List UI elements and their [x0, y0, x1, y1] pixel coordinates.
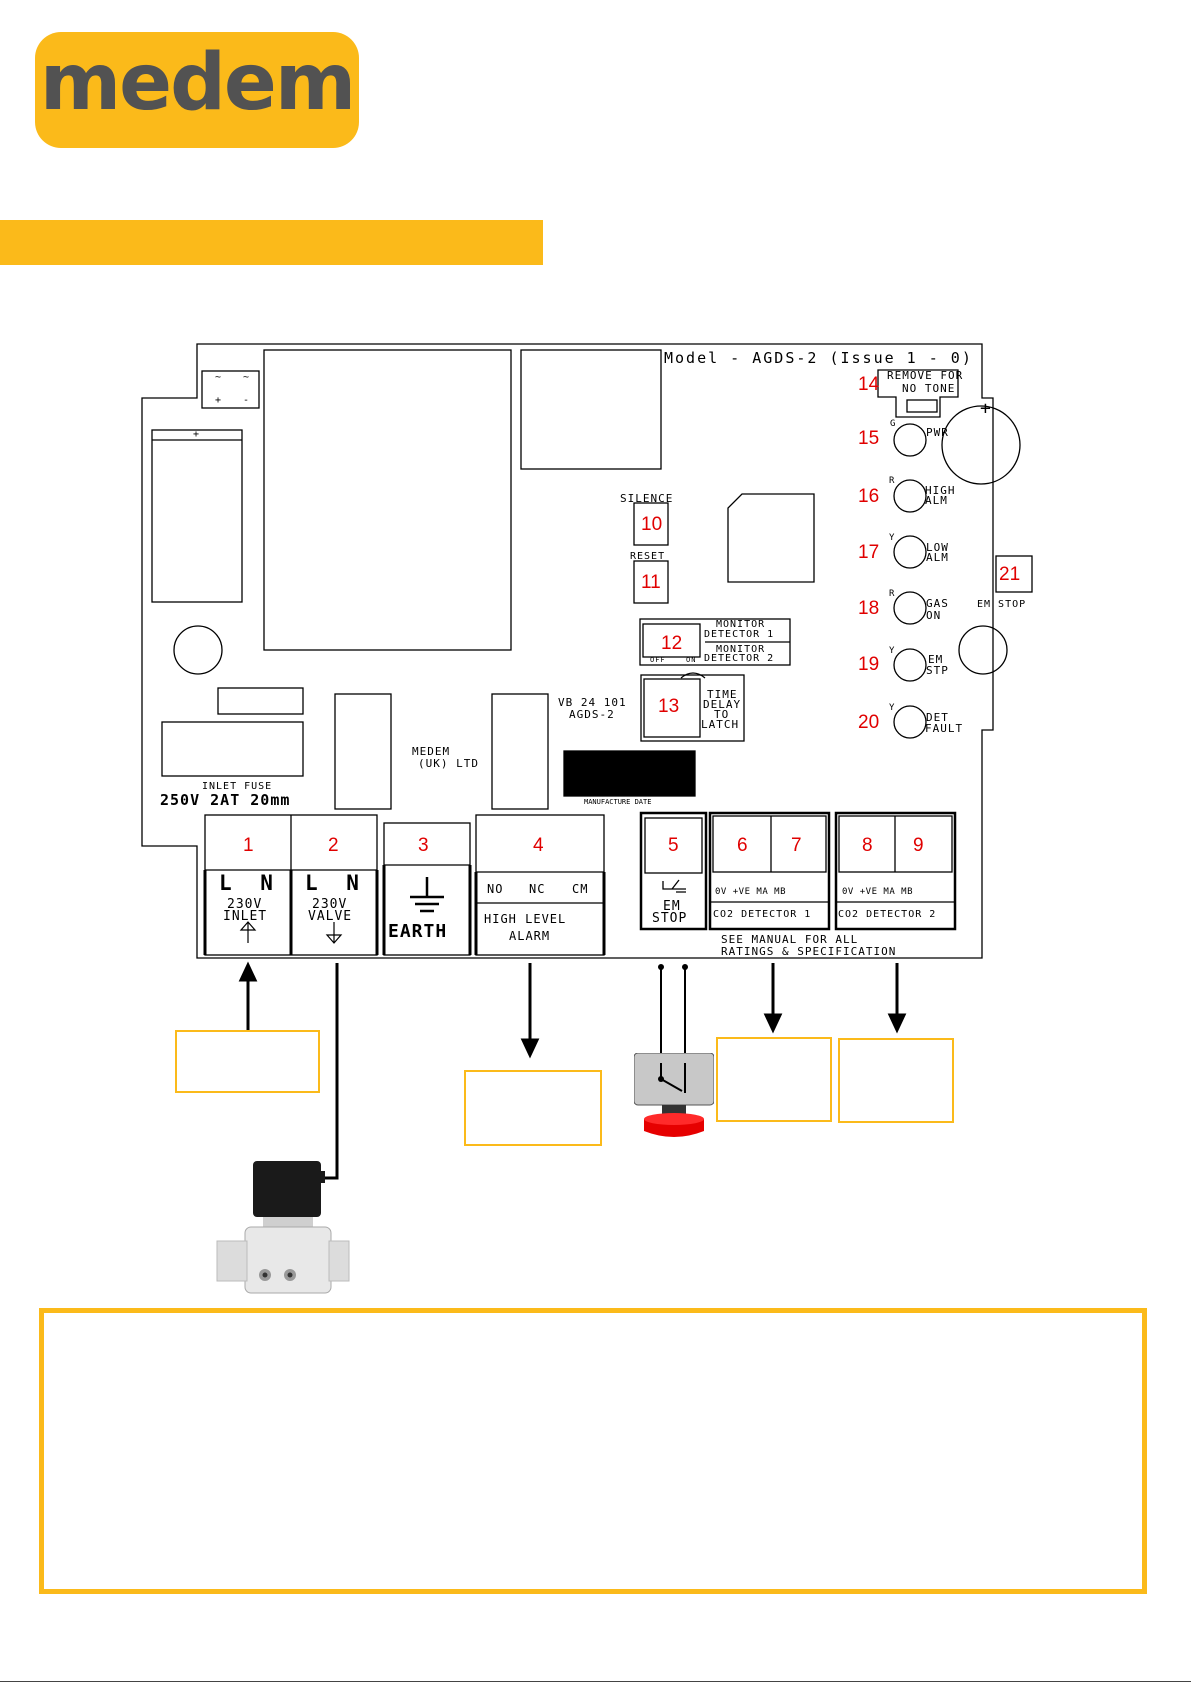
callout-21: 21 [999, 564, 1021, 585]
medem-board-1: MEDEM [412, 745, 451, 758]
capacitor-plus: + [193, 429, 201, 440]
em-stp-2: STP [926, 664, 949, 677]
led-colour-r1: R [889, 476, 896, 486]
no-tone-label: NO TONE [902, 382, 956, 395]
monitor-d1-b: DETECTOR 1 [704, 629, 775, 640]
on-label: ON [686, 656, 697, 664]
gas-on-2: ON [926, 609, 942, 622]
em-stop-side-label: EM STOP [977, 599, 1027, 610]
t5-label-1: EM [663, 899, 681, 914]
t4-cm: CM [572, 882, 589, 896]
remove-for-label: REMOVE FOR [887, 369, 964, 382]
callout-7: 7 [791, 835, 802, 856]
t4-nc: NC [529, 882, 546, 896]
medem-board-2: (UK) LTD [418, 757, 479, 770]
bridge-minus: - [243, 395, 251, 406]
callout-10: 10 [641, 514, 663, 535]
det-fault-2: FAULT [925, 722, 964, 735]
agds-label: AGDS-2 [569, 708, 615, 721]
time-delay-4: LATCH [701, 718, 740, 731]
model-label: Model - AGDS-2 (Issue 1 - 0) [664, 349, 973, 367]
det-fault-1: DET [926, 711, 949, 724]
gas-on-1: GAS [926, 597, 949, 610]
d1-label: CO2 DETECTOR 1 [713, 909, 812, 920]
callout-9: 9 [913, 835, 924, 856]
callout-4: 4 [533, 835, 544, 856]
high-alm-2: ALM [925, 494, 948, 507]
led-colour-r2: R [889, 589, 896, 599]
see-manual-2: RATINGS & SPECIFICATION [721, 945, 897, 958]
battery-plus: + [980, 398, 992, 419]
manufacture-date: MANUFACTURE DATE [584, 798, 652, 806]
monitor-d2-b: DETECTOR 2 [704, 653, 775, 664]
pcb-diagram [141, 343, 1033, 1180]
monitor-d2-a: MONITOR [716, 644, 766, 655]
time-delay-2: DELAY [703, 698, 742, 711]
reset-label: RESET [630, 551, 666, 562]
callout-14: 14 [858, 374, 880, 395]
medem-logo: medem [35, 32, 359, 148]
off-label: OFF [650, 656, 666, 664]
callout-18: 18 [858, 598, 880, 619]
d2-pins: 0V +VE MA MB [842, 887, 914, 897]
t2-ln: L N [305, 871, 367, 895]
low-alm-2: ALM [926, 551, 949, 564]
bridge-ac-right: ~ [243, 372, 251, 383]
t1-ln: L N [219, 871, 281, 895]
t1-label: INLET [223, 909, 268, 924]
low-alm-1: LOW [926, 541, 949, 554]
inlet-fuse-label: INLET FUSE [202, 781, 273, 792]
callout-16: 16 [858, 486, 880, 507]
vb-code: VB 24 101 [558, 696, 627, 709]
callout-15: 15 [858, 428, 880, 449]
callout-17: 17 [858, 542, 880, 563]
callout-box-detector-1 [716, 1037, 832, 1122]
callout-box-high-level-alarm [464, 1070, 602, 1146]
page-footer-rule [0, 1681, 1191, 1682]
t4-label-1: HIGH LEVEL [484, 912, 567, 926]
time-delay-3: TO [714, 708, 730, 721]
solenoid-valve-image [215, 1157, 350, 1303]
bridge-ac-left: ~ [215, 372, 223, 383]
t2-label: VALVE [308, 909, 353, 924]
see-manual-1: SEE MANUAL FOR ALL [721, 933, 859, 946]
callout-2: 2 [328, 835, 339, 856]
monitor-d1-a: MONITOR [716, 619, 766, 630]
em-stp-1: EM [928, 653, 944, 666]
t2-voltage: 230V [312, 897, 348, 912]
callout-8: 8 [862, 835, 873, 856]
silence-label: SILENCE [620, 492, 674, 505]
callout-3: 3 [418, 835, 429, 856]
led-colour-y1: Y [889, 533, 896, 543]
bridge-plus: + [215, 395, 223, 406]
callout-11: 11 [641, 572, 661, 593]
callout-box-detector-2 [838, 1038, 954, 1123]
t1-voltage: 230V [227, 897, 263, 912]
d2-label: CO2 DETECTOR 2 [838, 909, 937, 920]
time-delay-1: TIME [707, 688, 738, 701]
t5-label-2: STOP [652, 911, 688, 926]
fuse-rating: 250V 2AT 20mm [160, 791, 291, 809]
led-colour-y3: Y [889, 703, 896, 713]
title-banner [0, 220, 543, 265]
callout-12: 12 [661, 633, 683, 654]
callout-1: 1 [243, 835, 254, 856]
led-colour-g: G [890, 419, 897, 429]
notes-box [39, 1308, 1147, 1594]
t4-no: NO [487, 882, 504, 896]
t3-label: EARTH [388, 921, 448, 942]
callout-5: 5 [668, 835, 679, 856]
em-stop-button-image [633, 1052, 715, 1153]
d1-pins: 0V +VE MA MB [715, 887, 787, 897]
t4-label-2: ALARM [509, 929, 551, 943]
high-alm-1: HIGH [925, 484, 956, 497]
callout-19: 19 [858, 654, 880, 675]
callout-box-inlet [175, 1030, 320, 1093]
callout-20: 20 [858, 712, 880, 733]
led-colour-y2: Y [889, 646, 896, 656]
logo-text: medem [39, 38, 356, 128]
callout-13: 13 [658, 696, 680, 717]
callout-6: 6 [737, 835, 748, 856]
pwr-label: PWR [926, 426, 949, 439]
